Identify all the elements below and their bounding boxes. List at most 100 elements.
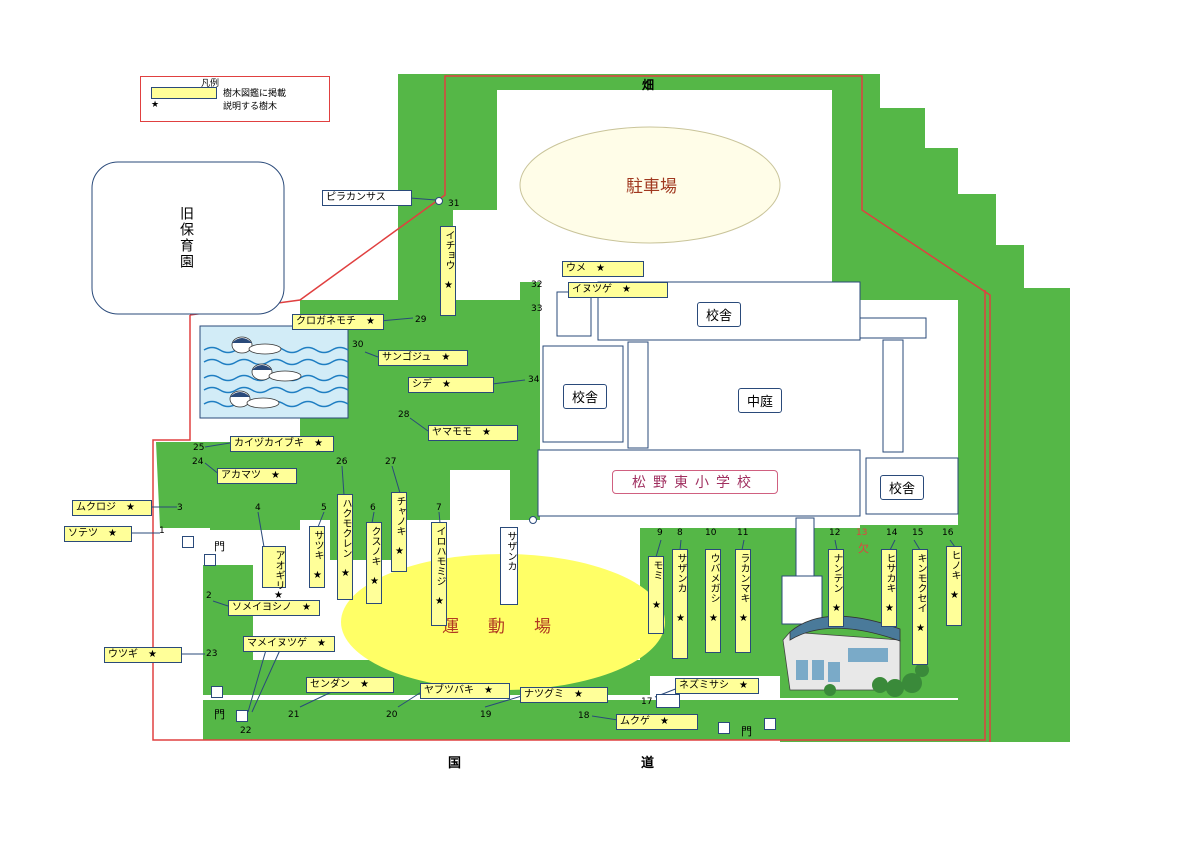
legend-swatch — [151, 87, 217, 99]
tree-label-33[interactable]: イヌツゲ ★ — [568, 282, 668, 298]
tree-number: 29 — [415, 315, 427, 325]
tree-label-14[interactable]: ヒサカキ ★ — [881, 549, 897, 627]
tree-number: 26 — [336, 457, 348, 467]
tree-number: 1 — [159, 526, 165, 536]
tree-label-24[interactable]: アカマツ ★ — [217, 468, 297, 484]
tree-number: 2 — [206, 591, 212, 601]
playground-area — [341, 554, 665, 690]
pool-illustration — [199, 325, 349, 419]
tree-label-22[interactable]: マメイヌツゲ ★ — [243, 636, 335, 652]
gate-post — [182, 536, 194, 548]
playground-label: 運 動 場 — [442, 617, 557, 637]
tree-label-8[interactable]: サザンカ ★ — [672, 549, 688, 659]
tree-label-26[interactable]: ハクモクレン ★ — [337, 494, 353, 600]
gate-post — [236, 710, 248, 722]
tree-number: 24 — [192, 457, 204, 467]
tree-label-5[interactable]: サツキ ★ — [309, 526, 325, 588]
tree-label-7[interactable]: イロハモミジ ★ — [431, 522, 447, 626]
tree-label-20[interactable]: ヤブツバキ ★ — [420, 683, 510, 699]
gate-post — [204, 554, 216, 566]
gate-post — [656, 694, 680, 708]
tree-label-27[interactable]: チャノキ ★ — [391, 492, 407, 572]
former-nursery-label: 旧保育園 — [178, 206, 194, 270]
tree-label-12[interactable]: ナンテン ★ — [828, 549, 844, 627]
tree-number: 21 — [288, 710, 300, 720]
tree-label-6[interactable]: クスノキ ★ — [366, 522, 382, 604]
parking-label: 駐車場 — [626, 177, 677, 197]
school-name-banner: 松野東小学校 — [612, 470, 778, 494]
tree-number: 12 — [829, 528, 841, 538]
tree-number: 5 — [321, 503, 327, 513]
tree-label-29[interactable]: クロガネモチ ★ — [292, 314, 384, 330]
tree-label-9[interactable]: モミ ★ — [648, 556, 664, 634]
tree-number: 7 — [436, 503, 442, 513]
tree-label-10[interactable]: ウバメガシ ★ — [705, 549, 721, 653]
gate-post — [211, 686, 223, 698]
tree-label-16[interactable]: ヒノキ ★ — [946, 546, 962, 626]
tree-label-19[interactable]: ナツグミ ★ — [520, 687, 608, 703]
tree-number: 3 — [177, 503, 183, 513]
tree-number: 23 — [206, 649, 218, 659]
former-nursery-building — [91, 161, 285, 315]
tree-number: 34 — [528, 375, 540, 385]
tree-number: 11 — [737, 528, 749, 538]
gymnasium-illustration — [782, 615, 929, 697]
tree-number: 28 — [398, 410, 410, 420]
road-label-right: 道 — [641, 756, 655, 771]
tree-number: 18 — [578, 711, 590, 721]
legend-line-2: 説明する樹木 — [223, 102, 278, 112]
tree-number: 9 — [657, 528, 663, 538]
tree-number: 10 — [705, 528, 717, 538]
tree-label-31h[interactable]: ピラカンサス — [322, 190, 412, 206]
tree-number: 14 — [886, 528, 898, 538]
tree-label-11[interactable]: ラカンマキ ★ — [735, 549, 751, 653]
tree-number: 33 — [531, 304, 543, 314]
tree-label-sazanka-white[interactable]: サザンカ — [500, 527, 518, 605]
gate-post — [718, 722, 730, 734]
tree-number: 25 — [193, 443, 205, 453]
tree-label-21[interactable]: センダン ★ — [306, 677, 394, 693]
legend-box: 凡例 樹木図鑑に掲載 ★ 説明する樹木 — [140, 76, 330, 122]
tree-label-34[interactable]: シデ ★ — [408, 377, 494, 393]
tree-number: 27 — [385, 457, 397, 467]
tree-number: 17 — [641, 697, 653, 707]
courtyard-label: 中庭 — [738, 388, 783, 413]
tree-label-31v[interactable]: イチョウ ★ — [440, 226, 456, 316]
boundary-lines — [152, 75, 991, 742]
legend-line-1: 樹木図鑑に掲載 — [223, 89, 287, 99]
gate-post — [764, 718, 776, 730]
tree-number-missing: 13 — [856, 528, 868, 538]
tree-label-17[interactable]: ネズミサシ ★ — [675, 678, 759, 694]
gate-label-bottom-left: 門 — [214, 708, 225, 721]
tree-label-3[interactable]: ムクロジ ★ — [72, 500, 152, 516]
tree-label-28[interactable]: ヤマモモ ★ — [428, 425, 518, 441]
tree-number: 32 — [531, 280, 543, 290]
tree-label-18[interactable]: ムクゲ ★ — [616, 714, 698, 730]
tree-number: 20 — [386, 710, 398, 720]
tree-label-32[interactable]: ウメ ★ — [562, 261, 644, 277]
tree-number: 19 — [480, 710, 492, 720]
tree-label-2[interactable]: ソメイヨシノ ★ — [228, 600, 320, 616]
road-label-left: 国 — [448, 756, 462, 771]
school-building-label-left: 校舎 — [563, 384, 608, 409]
tree-number: 4 — [255, 503, 261, 513]
tree-number: 15 — [912, 528, 924, 538]
school-building-label-top: 校舎 — [697, 302, 742, 327]
tree-label-4[interactable]: アオギリ★ — [262, 546, 286, 601]
tree-label-25[interactable]: カイヅカイブキ ★ — [230, 436, 334, 452]
gate-label-bottom-right: 門 — [741, 725, 752, 738]
tree-number: 22 — [240, 726, 252, 736]
tree-number: 16 — [942, 528, 954, 538]
field-label: 畑 — [642, 78, 655, 92]
tree-label-15[interactable]: キンモクセイ ★ — [912, 549, 928, 665]
tree-label-30[interactable]: サンゴジュ ★ — [378, 350, 468, 366]
tree-number: 31 — [448, 199, 460, 209]
tree-missing-mark: 欠 — [858, 542, 869, 555]
tree-label-23[interactable]: ウツギ ★ — [104, 647, 182, 663]
tree-label-1[interactable]: ソテツ ★ — [64, 526, 132, 542]
tree-number: 30 — [352, 340, 364, 350]
legend-star: ★ — [151, 100, 160, 110]
tree-number: 6 — [370, 503, 376, 513]
school-building-label-right: 校舎 — [880, 475, 925, 500]
